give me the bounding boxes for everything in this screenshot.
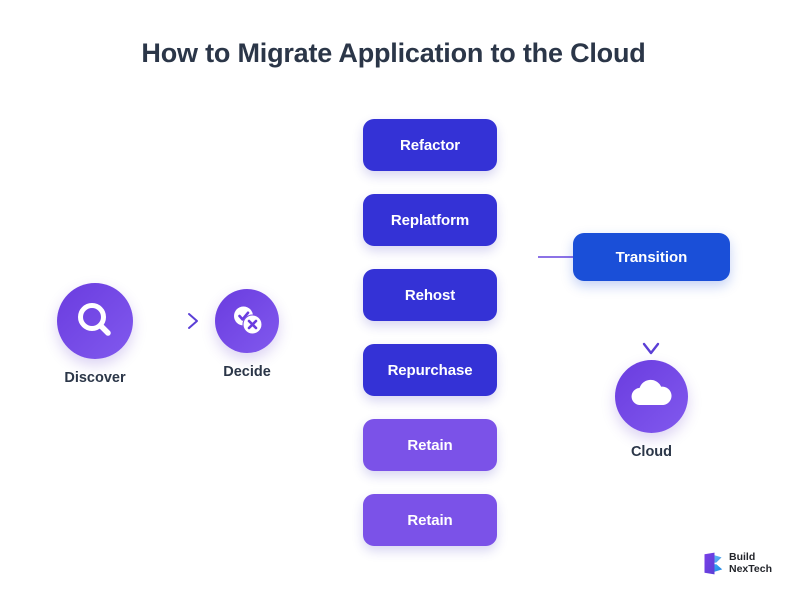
decide-label: Decide [223, 364, 271, 380]
arrow-discover-to-decide [137, 313, 198, 329]
cloud-icon [615, 360, 688, 433]
logo-line-1: Build [729, 551, 756, 564]
discover-circle [57, 283, 133, 359]
option-box-repurchase[interactable]: Repurchase [363, 344, 497, 396]
arrow-transition-to-cloud [642, 283, 660, 355]
cloud-circle [615, 360, 688, 433]
magnifier-icon [57, 283, 133, 359]
logo-wordmark: Build NexTech [729, 551, 772, 575]
decide-circle [215, 289, 279, 353]
transition-label: Transition [615, 248, 688, 266]
option-box-retain-2[interactable]: Retain [363, 494, 497, 546]
stage-cloud[interactable]: Cloud [615, 360, 688, 460]
option-box-refactor[interactable]: Refactor [363, 119, 497, 171]
logo-line-2: NexTech [729, 562, 772, 575]
stage-decide[interactable]: Decide [215, 289, 279, 380]
page-title: How to Migrate Application to the Cloud [141, 38, 646, 68]
transition-box[interactable]: Transition [573, 233, 730, 281]
option-label: Retain [407, 511, 453, 529]
option-label: Retain [407, 436, 453, 454]
discover-label: Discover [64, 370, 126, 386]
option-label: Repurchase [387, 361, 473, 379]
check-and-cross-icon [215, 289, 279, 353]
stage-discover[interactable]: Discover [57, 283, 133, 386]
brand-logo[interactable]: Build NexTech [703, 551, 772, 575]
option-box-retain-1[interactable]: Retain [363, 419, 497, 471]
option-box-replatform[interactable]: Replatform [363, 194, 497, 246]
build-nextech-b-icon [704, 552, 723, 575]
cloud-label: Cloud [630, 444, 673, 460]
option-box-rehost[interactable]: Rehost [363, 269, 497, 321]
option-label: Replatform [390, 211, 470, 229]
option-label: Rehost [404, 286, 456, 304]
option-label: Refactor [399, 136, 461, 154]
